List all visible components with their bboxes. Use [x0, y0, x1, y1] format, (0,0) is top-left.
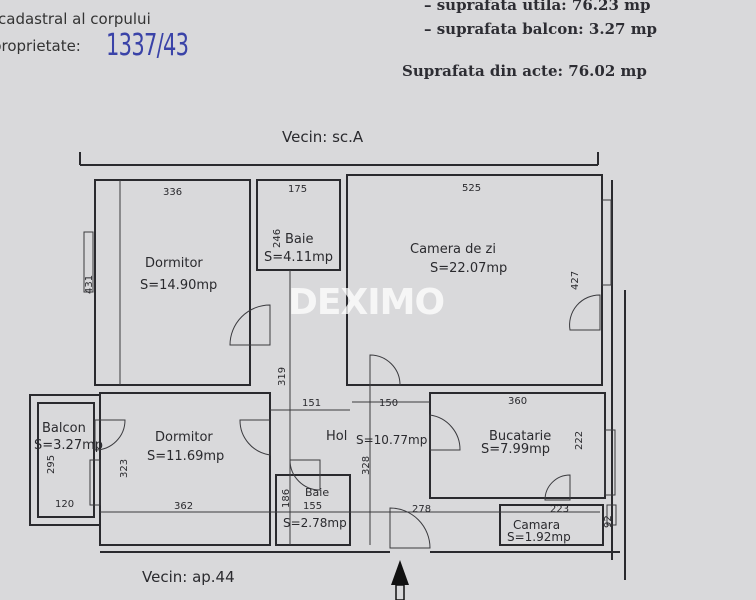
suprafata-balcon: – suprafata balcon: 3.27 mp: [424, 20, 658, 38]
neighbor-top: Vecin: sc.A: [282, 128, 364, 146]
room-name: Camara: [513, 518, 560, 532]
room-name: Balcon: [42, 421, 86, 436]
neighbor-bottom: Vecin: ap.44: [142, 568, 235, 586]
cadastral-line: cadastral al corpului: [0, 10, 151, 28]
dimension-label: 175: [288, 184, 307, 195]
room-name: Baie: [305, 486, 329, 499]
dimension-label: 427: [570, 271, 581, 290]
dimension-label: 319: [277, 367, 288, 386]
dimension-label: 223: [550, 504, 569, 515]
suprafata-acte: Suprafata din acte: 76.02 mp: [402, 62, 647, 80]
dimension-label: 295: [46, 455, 57, 474]
room-name: Dormitor: [145, 256, 203, 271]
room-area: S=14.90mp: [140, 278, 217, 293]
room-area: S=22.07mp: [430, 261, 507, 276]
room-area: S=3.27mp: [34, 438, 103, 453]
dimension-label: 150: [379, 398, 398, 409]
entrance-arrow-icon: [391, 560, 409, 600]
dimension-label: 92: [603, 515, 614, 528]
room-area: S=11.69mp: [147, 449, 224, 464]
room-name: Bucatarie: [489, 429, 551, 444]
room-area: S=10.77mp: [356, 433, 427, 447]
handwritten-number: 1337/43: [106, 28, 189, 63]
room-area: S=1.92mp: [507, 530, 571, 544]
door-arcs: [94, 294, 601, 549]
dimension-label: 360: [508, 396, 527, 407]
dimension-label: 328: [361, 456, 372, 475]
proprietate-label: proprietate:: [0, 37, 81, 55]
dimension-label: 362: [174, 501, 193, 512]
walls: [29, 152, 626, 580]
room-area: S=4.11mp: [264, 250, 333, 265]
room-name: Dormitor: [155, 430, 213, 445]
suprafata-utila: – suprafata utila: 76.23 mp: [424, 0, 651, 14]
room-area: S=2.78mp: [283, 516, 347, 530]
room-area: S=7.99mp: [481, 442, 550, 457]
room-name: Camera de zi: [410, 242, 496, 257]
room-name: Hol: [326, 429, 347, 444]
dimension-label: 525: [462, 183, 481, 194]
dimension-label: 155: [303, 501, 322, 512]
dimension-label: 323: [119, 459, 130, 478]
dimension-label: 336: [163, 187, 182, 198]
dimension-label: 222: [574, 431, 585, 450]
dimension-label: 431: [84, 275, 95, 294]
dimension-label: 120: [55, 499, 74, 510]
dimension-label: 246: [272, 229, 283, 248]
room-name: Baie: [285, 232, 314, 247]
watermark-logo: DEXIMO: [288, 282, 444, 323]
dimension-label: 151: [302, 398, 321, 409]
dimension-label: 278: [412, 504, 431, 515]
dimension-label: 186: [281, 489, 292, 508]
